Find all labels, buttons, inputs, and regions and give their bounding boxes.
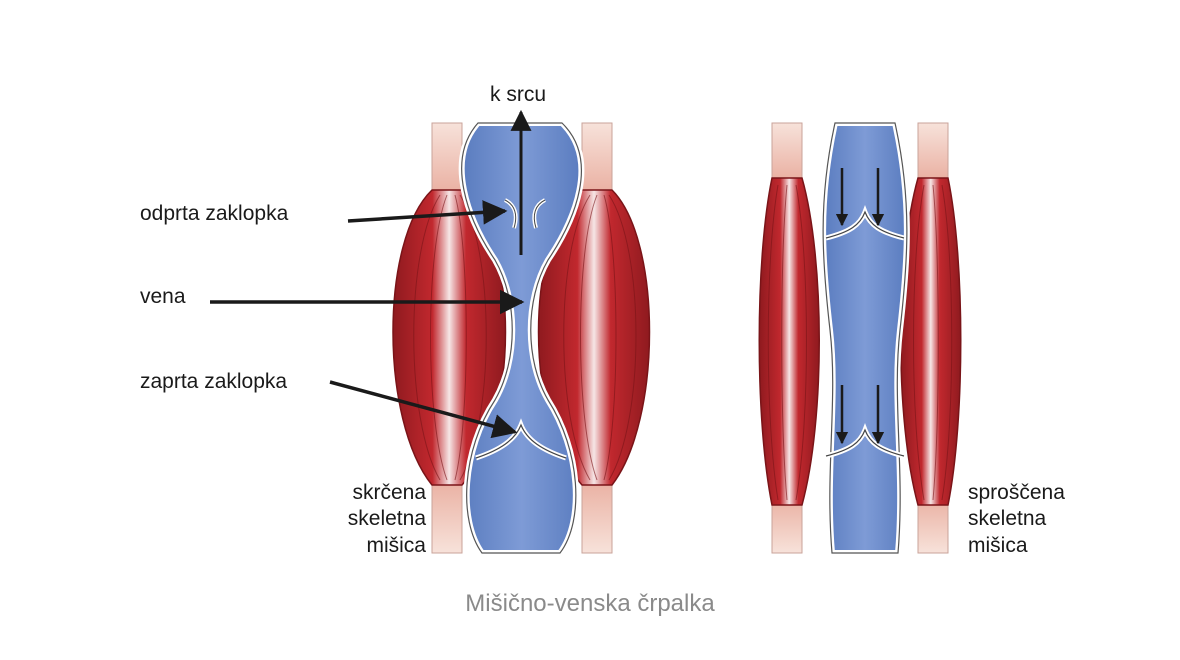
contracted-line-3: mišica xyxy=(366,533,426,557)
closed-valve-label: zaprta zaklopka xyxy=(140,370,288,393)
left-vein-outline xyxy=(461,122,582,554)
open-valve-pointer xyxy=(347,200,508,225)
relaxed-line-1: sproščena xyxy=(968,481,1065,504)
relaxed-muscle-label: sproščena skeletna mišica xyxy=(968,480,1065,559)
contracted-muscle-group xyxy=(392,109,651,556)
diagram-caption: Mišično-venska črpalka xyxy=(465,590,715,617)
contracted-line-2: skeletna xyxy=(347,507,426,531)
to-heart-label: k srcu xyxy=(490,83,547,106)
relaxed-line-3: mišica xyxy=(968,533,1028,557)
right-vein xyxy=(820,120,910,556)
contracted-muscle-label: skrčena skeletna mišica xyxy=(300,480,426,559)
right-muscle-fibers xyxy=(563,194,637,481)
vein-label: vena xyxy=(140,285,186,308)
relaxed-right-fibers xyxy=(913,184,953,501)
contracted-line-1: skrčena xyxy=(352,481,426,504)
right-vein-outline xyxy=(822,122,908,554)
relaxed-right-tendon-top xyxy=(917,122,949,189)
open-valve-label: odprta zaklopka xyxy=(140,202,289,225)
relaxed-line-2: skeletna xyxy=(968,507,1047,531)
relaxed-left-tendon-top xyxy=(771,122,803,189)
relaxed-muscle-group xyxy=(758,120,962,556)
closed-valve-pointer xyxy=(329,380,518,439)
relaxed-left-fibers xyxy=(767,184,807,501)
